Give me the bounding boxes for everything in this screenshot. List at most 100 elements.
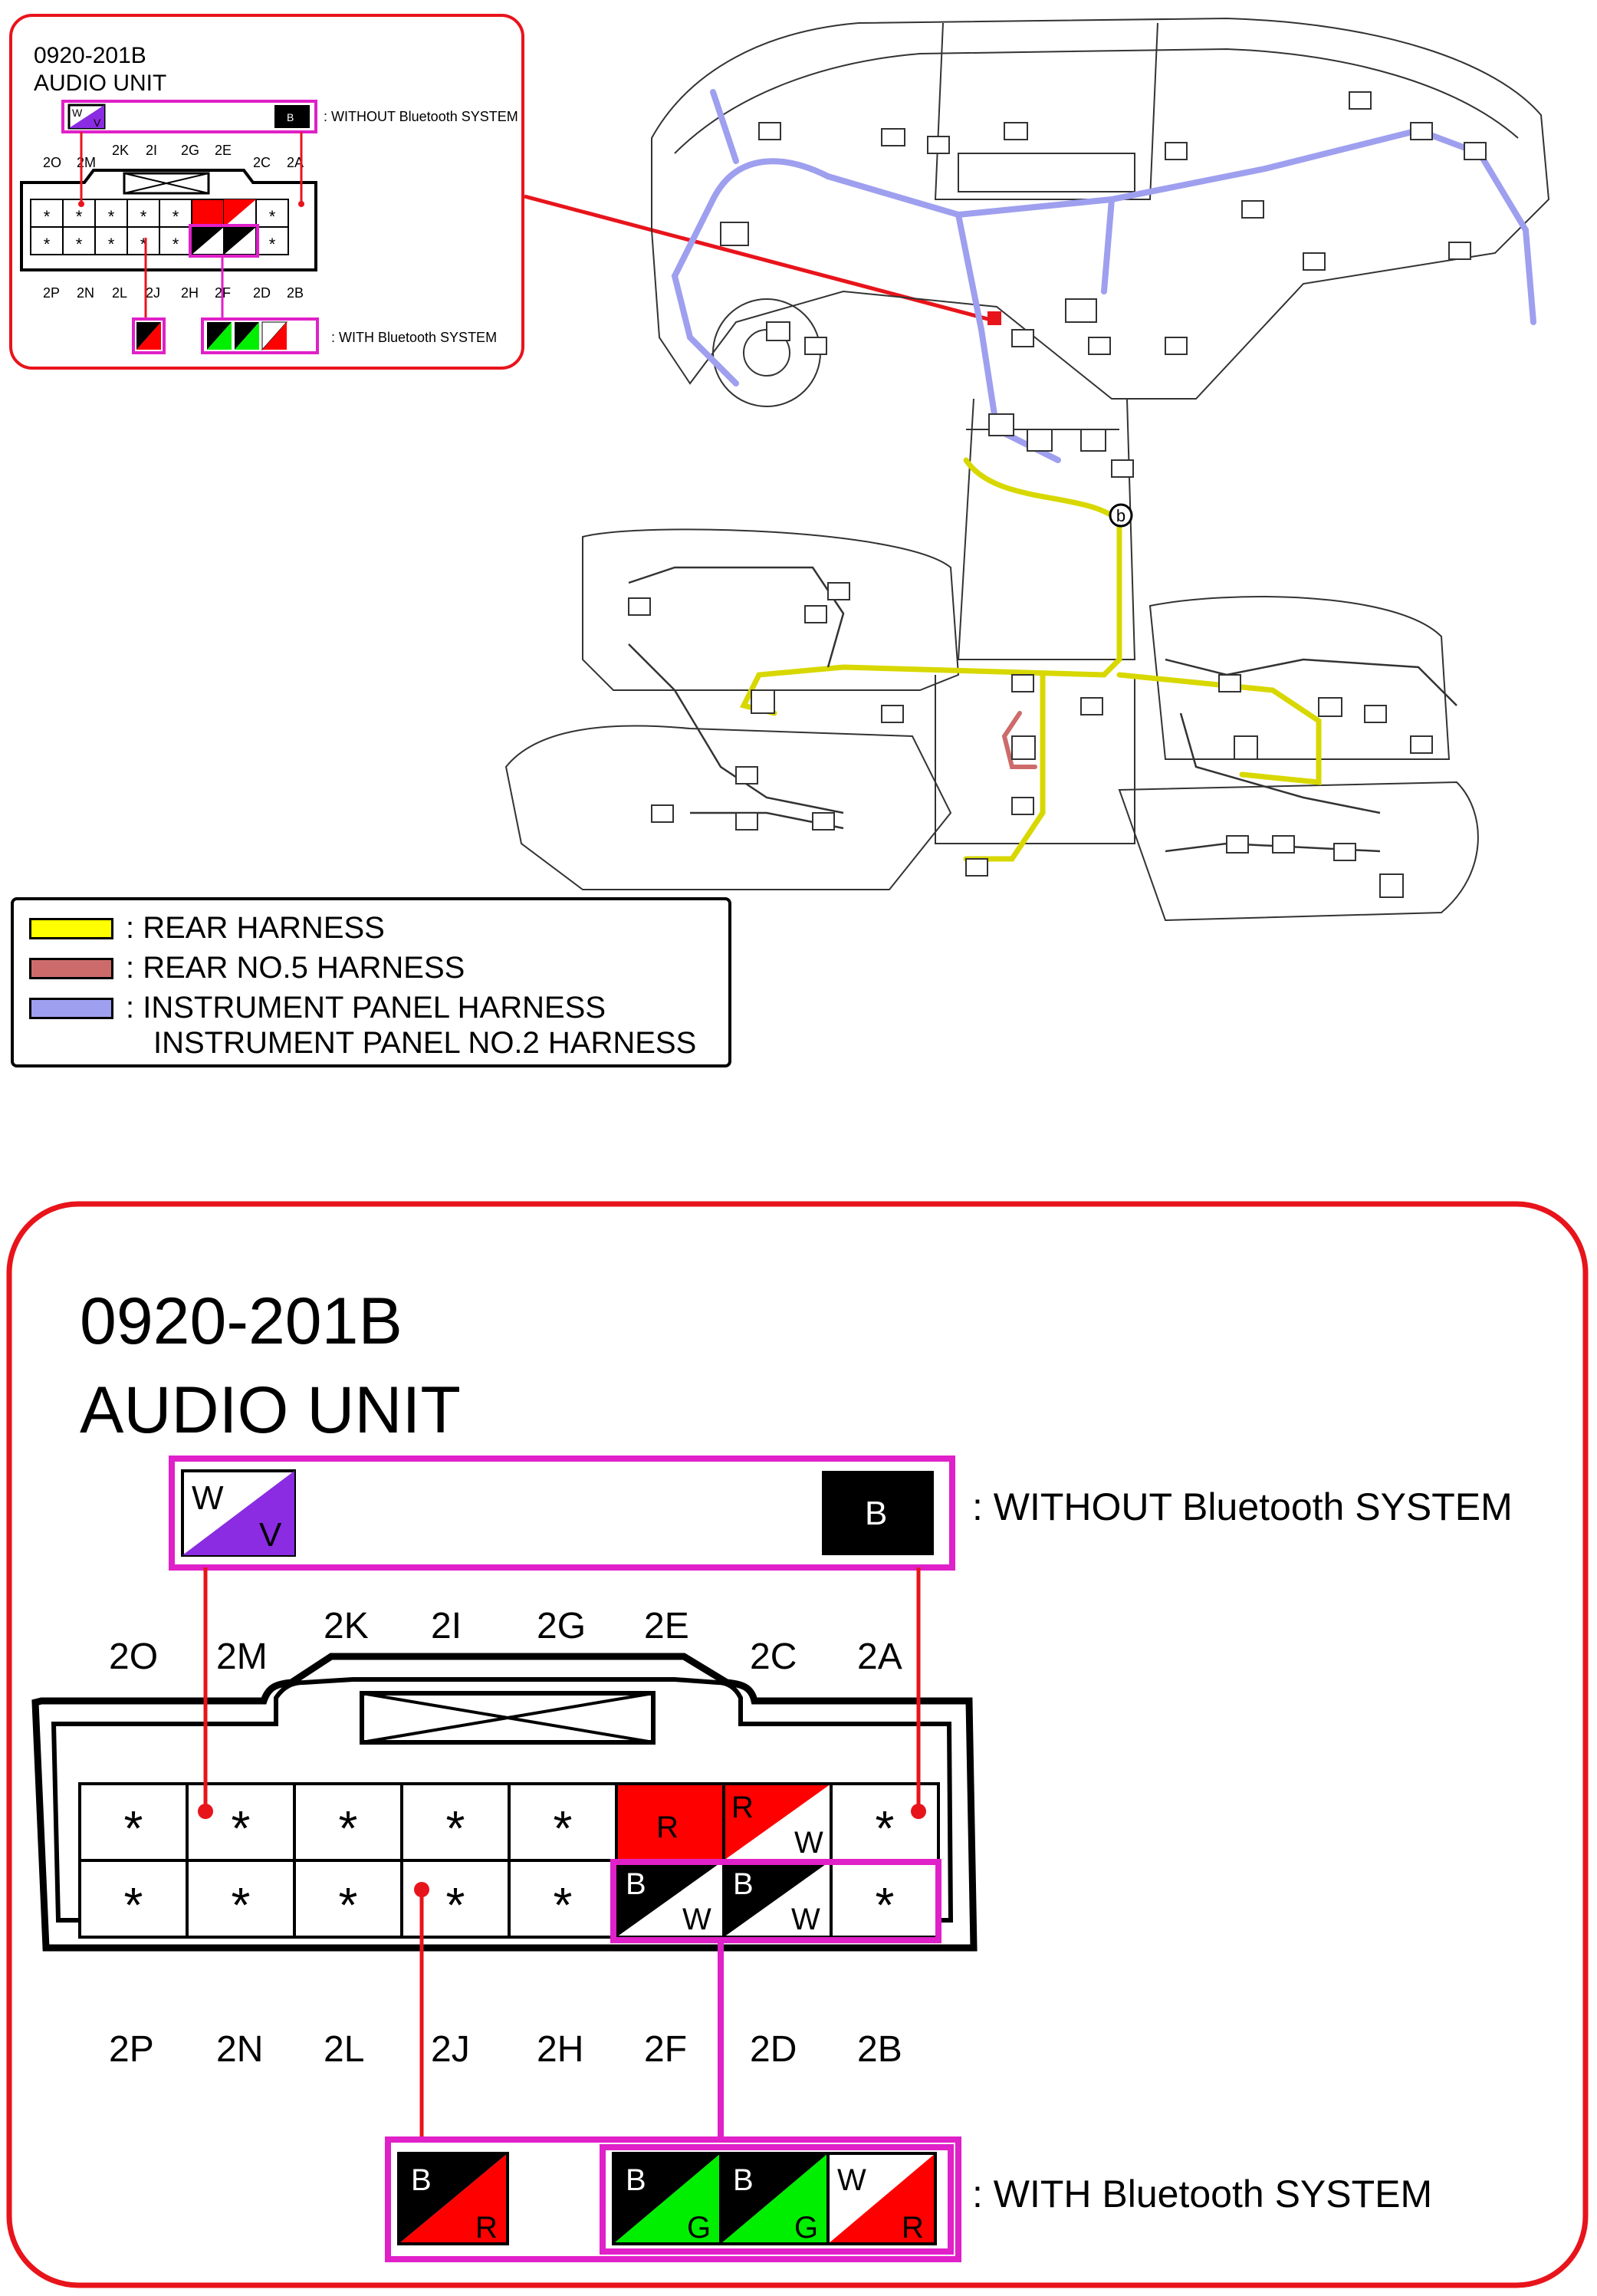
svg-text:B: B: [626, 2163, 646, 2197]
svg-text:*: *: [876, 1877, 895, 1933]
svg-text:B: B: [287, 111, 294, 123]
svg-text:*: *: [140, 207, 147, 226]
svg-text:*: *: [554, 1877, 573, 1933]
svg-text:B: B: [626, 1867, 646, 1901]
bluetooth-pin-group: [610, 1859, 941, 1943]
svg-text:*: *: [446, 1877, 465, 1933]
svg-text:2P: 2P: [43, 285, 60, 301]
svg-text:R: R: [475, 2211, 498, 2245]
svg-text:W: W: [794, 1826, 823, 1860]
svg-text:2J: 2J: [146, 285, 160, 301]
without-bluetooth-label: : WITHOUT Bluetooth SYSTEM: [972, 1485, 1513, 1528]
svg-text:2I: 2I: [431, 1606, 462, 1646]
wire-b: B: [822, 1471, 934, 1555]
latch: [360, 1691, 656, 1745]
legend-swatch: [29, 917, 113, 939]
legend-swatch: [29, 957, 113, 979]
legend-item-instrument-panel-no2-harness: INSTRUMENT PANEL NO.2 HARNESS: [153, 1026, 697, 1060]
svg-text:2A: 2A: [857, 1636, 902, 1677]
svg-text:B: B: [733, 2163, 754, 2197]
vehicle-interior-drawing: [504, 17, 1550, 922]
connector-name: AUDIO UNIT: [80, 1373, 461, 1447]
legend-item-instrument-panel-harness: : INSTRUMENT PANEL HARNESS: [29, 991, 606, 1025]
svg-text:2P: 2P: [109, 2029, 154, 2070]
connector-blocks: [628, 91, 1487, 898]
svg-text:*: *: [269, 235, 276, 254]
svg-text:2G: 2G: [537, 1606, 586, 1646]
svg-text:W: W: [192, 1479, 224, 1517]
svg-text:2H: 2H: [537, 2029, 583, 2070]
thumbnail-callout: 0920-201B AUDIO UNIT W V B : WITHOUT Blu…: [9, 14, 524, 370]
wire-bg-1: B G: [612, 2152, 722, 2245]
svg-text:R: R: [656, 1811, 679, 1844]
svg-text:*: *: [76, 235, 83, 254]
wire-wr: W R: [826, 2152, 937, 2245]
legend-swatch: [29, 997, 113, 1019]
wire-bg-2: B G: [719, 2152, 830, 2245]
svg-text:2O: 2O: [109, 1636, 158, 1677]
svg-text:*: *: [339, 1877, 358, 1933]
svg-text:2I: 2I: [146, 143, 157, 158]
thumbnail-name: AUDIO UNIT: [34, 71, 166, 96]
svg-text:2E: 2E: [644, 1606, 689, 1646]
svg-text:G: G: [687, 2211, 711, 2245]
svg-text:*: *: [44, 235, 51, 254]
svg-text:2L: 2L: [324, 2029, 364, 2070]
wire-bw-2d: [724, 1860, 831, 1937]
svg-text:2A: 2A: [287, 155, 304, 170]
svg-text:*: *: [876, 1801, 895, 1856]
svg-text:W: W: [837, 2163, 866, 2197]
svg-text:2M: 2M: [77, 155, 96, 170]
svg-text:2B: 2B: [857, 2029, 902, 2070]
svg-text:B: B: [411, 2163, 432, 2197]
thumbnail-code: 0920-201B: [34, 43, 146, 68]
svg-text:2G: 2G: [181, 143, 199, 158]
legend-item-rear-no5-harness: : REAR NO.5 HARNESS: [29, 951, 465, 985]
svg-text:*: *: [76, 207, 83, 226]
callout-leader-line: [524, 194, 994, 323]
svg-text:*: *: [232, 1801, 251, 1856]
svg-text:2H: 2H: [181, 285, 199, 301]
svg-text:*: *: [108, 207, 115, 226]
wire-br: B R: [397, 2152, 509, 2245]
instrument-panel-harness: [671, 89, 1536, 463]
wire-bw-2f: [616, 1860, 724, 1937]
svg-text:G: G: [794, 2211, 818, 2245]
svg-text:2N: 2N: [216, 2029, 263, 2070]
rear-no5-harness: [1001, 711, 1037, 769]
svg-text:*: *: [173, 235, 179, 254]
with-bluetooth-label: : WITH Bluetooth SYSTEM: [972, 2173, 1432, 2215]
unused-pin-stars: ****** ******: [124, 1801, 895, 1933]
wire-letters: R RW BW BW: [626, 1791, 823, 1936]
connector-location-marker: [987, 311, 1001, 325]
svg-text:R: R: [902, 2211, 924, 2245]
svg-text:2C: 2C: [750, 1636, 797, 1677]
svg-text:V: V: [94, 117, 101, 129]
connector-detail-panel: 0920-201B AUDIO UNIT W V B : WITHOUT Blu…: [6, 1201, 1589, 2288]
svg-text:*: *: [446, 1801, 465, 1856]
svg-text:B: B: [865, 1495, 887, 1532]
svg-text:W: W: [791, 1903, 820, 1936]
svg-text:W: W: [682, 1903, 711, 1936]
svg-text:*: *: [140, 235, 147, 254]
svg-text:2B: 2B: [287, 285, 304, 301]
svg-text:2J: 2J: [431, 2029, 470, 2070]
svg-text:B: B: [733, 1867, 754, 1901]
svg-text:*: *: [124, 1877, 143, 1933]
svg-text:*: *: [173, 207, 179, 226]
wire-rw-top: [724, 1784, 831, 1860]
svg-text:2F: 2F: [644, 2029, 687, 2070]
svg-text:2K: 2K: [324, 1606, 369, 1646]
connector-code: 0920-201B: [80, 1285, 403, 1358]
svg-text:2D: 2D: [253, 285, 271, 301]
svg-text:2L: 2L: [112, 285, 127, 301]
harness-callout-b: b: [1109, 503, 1133, 528]
svg-text:R: R: [731, 1791, 754, 1824]
svg-text:2D: 2D: [750, 2029, 797, 2070]
legend-item-rear-harness: : REAR HARNESS: [29, 911, 385, 946]
svg-text:*: *: [269, 207, 276, 226]
svg-text:*: *: [232, 1877, 251, 1933]
svg-text:*: *: [44, 207, 51, 226]
svg-text:W: W: [72, 107, 83, 119]
